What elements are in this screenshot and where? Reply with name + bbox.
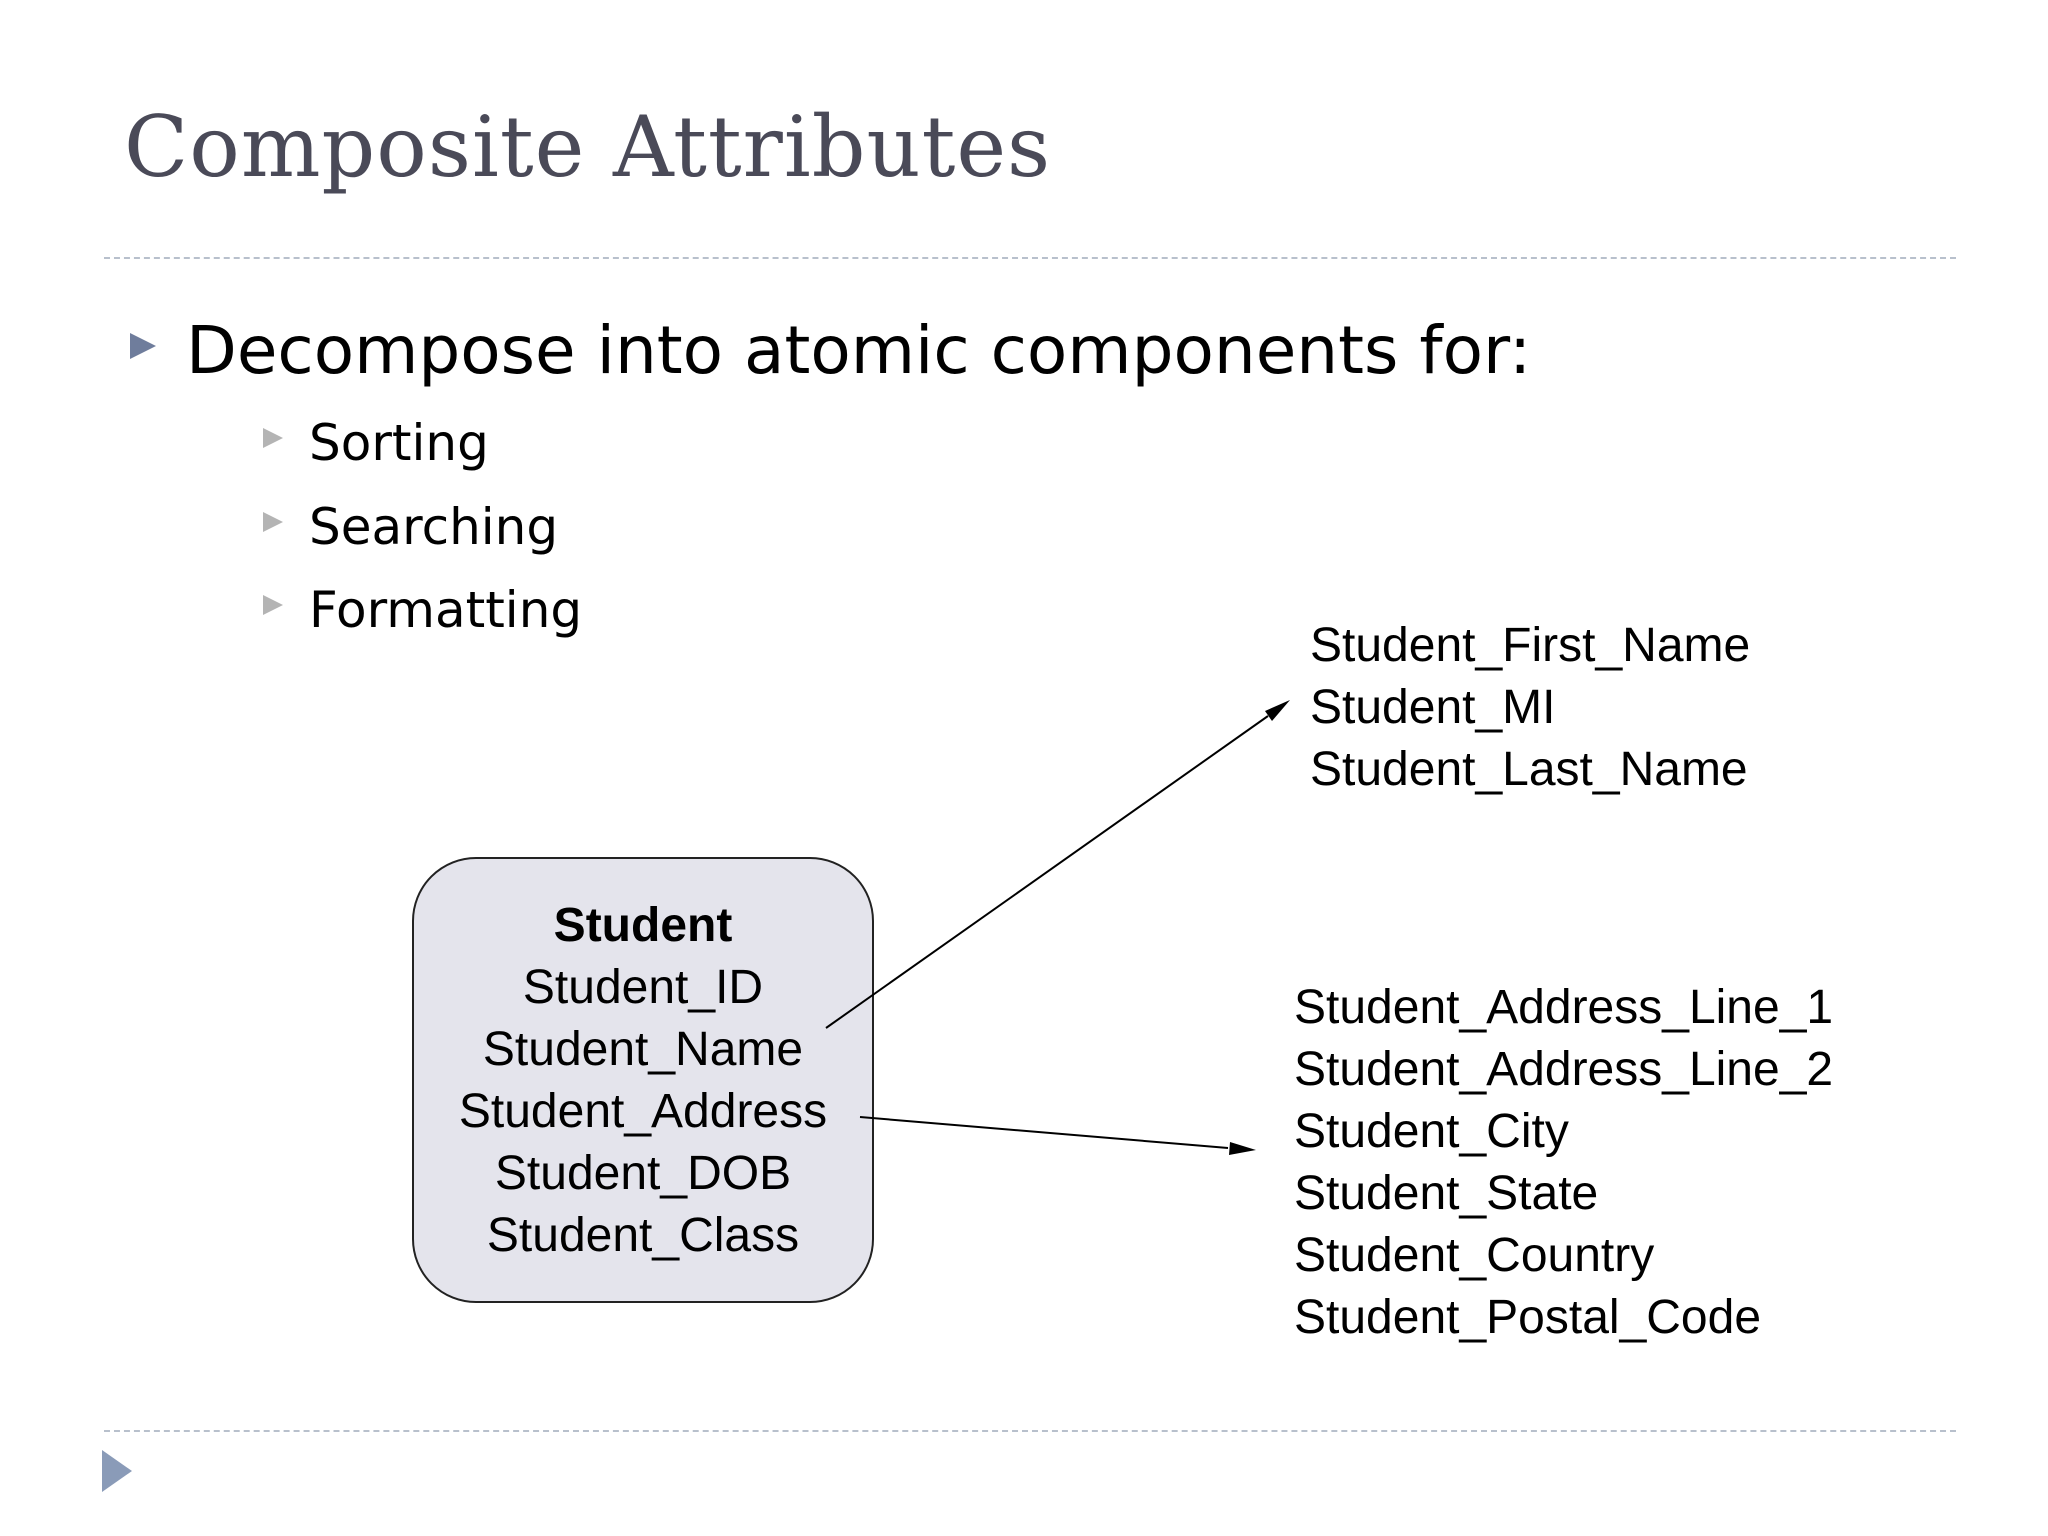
attribute-student-name: Student_Name	[482, 1023, 804, 1076]
address-component: Student_Country	[1294, 1229, 1655, 1282]
address-arrow-line	[859, 1116, 1229, 1149]
address-component: Student_City	[1294, 1105, 1569, 1158]
triangle-sub-bullet-icon	[263, 428, 283, 448]
top-divider	[104, 257, 1956, 259]
main-bullet-text: Decompose into atomic components for:	[186, 312, 1532, 389]
address-arrow-head-icon	[1229, 1142, 1256, 1155]
attribute-student-address: Student_Address	[458, 1085, 828, 1138]
address-component: Student_Postal_Code	[1294, 1291, 1762, 1344]
entity-name: Student	[553, 899, 733, 952]
attribute-student-id: Student_ID	[522, 961, 764, 1014]
attribute-student-class: Student_Class	[486, 1209, 800, 1262]
address-component: Student_Address_Line_2	[1294, 1043, 1834, 1096]
triangle-sub-bullet-icon	[263, 512, 283, 532]
bottom-divider	[104, 1430, 1956, 1432]
sub-bullet-searching: Searching	[309, 498, 559, 556]
name-arrow-head-icon	[1265, 700, 1290, 721]
attribute-student-dob: Student_DOB	[494, 1147, 792, 1200]
student-entity-attributes: Student Student_ID Student_Name Student_…	[412, 895, 874, 1267]
sub-bullet-sorting: Sorting	[309, 414, 489, 472]
sub-bullet-formatting: Formatting	[309, 581, 583, 639]
student-entity-box	[412, 857, 874, 1303]
address-component: Student_Address_Line_1	[1294, 981, 1834, 1034]
name-components-list: Student_First_Name Student_MI Student_La…	[1310, 615, 1750, 801]
corner-triangle-icon	[102, 1450, 132, 1492]
slide-title: Composite Attributes	[124, 98, 1052, 196]
address-component: Student_State	[1294, 1167, 1599, 1220]
name-component: Student_MI	[1310, 681, 1556, 734]
name-arrow-line	[825, 715, 1269, 1029]
name-component: Student_Last_Name	[1310, 743, 1748, 796]
triangle-bullet-icon	[130, 333, 156, 359]
address-components-list: Student_Address_Line_1 Student_Address_L…	[1294, 977, 1833, 1349]
name-component: Student_First_Name	[1310, 619, 1751, 672]
triangle-sub-bullet-icon	[263, 595, 283, 615]
